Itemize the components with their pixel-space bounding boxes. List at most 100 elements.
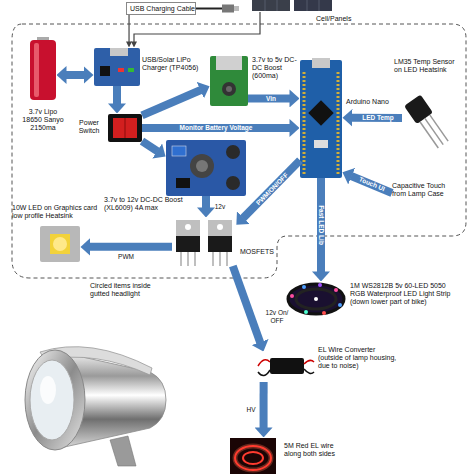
note-label: Circled items inside gutted headlight	[90, 282, 168, 298]
charger-board	[94, 48, 140, 86]
component-label: Power Switch	[72, 119, 106, 135]
boost-5v-board	[216, 56, 242, 70]
temp-sensor: LM35 Temp Sensor on LED Heatsink	[402, 92, 450, 150]
boost-12v-board	[176, 178, 190, 188]
signal-arrow	[66, 71, 84, 79]
charger-board	[100, 66, 110, 76]
signal-arrow	[248, 94, 290, 102]
el-wire	[230, 438, 276, 474]
signal-arrow	[113, 86, 121, 104]
led-strip	[302, 285, 306, 289]
headlight-boundary	[12, 24, 466, 278]
solar-panels	[307, 0, 308, 11]
usb-cable-icon	[234, 6, 239, 11]
component-label: USB Charging Cable	[130, 5, 196, 13]
led-strip	[288, 283, 344, 315]
charger-board	[110, 48, 128, 56]
boost-5v-board	[226, 86, 232, 92]
mosfet-pair	[212, 252, 214, 266]
el-converter	[258, 360, 270, 366]
cable-line	[128, 15, 129, 42]
mosfet-pair	[194, 252, 196, 266]
solar-panels	[319, 0, 320, 11]
headlight-photo	[30, 360, 74, 440]
led-strip	[290, 294, 294, 298]
signal-arrow	[260, 382, 268, 428]
charger-board	[94, 48, 140, 86]
arduino-board	[337, 72, 340, 174]
signal-arrow	[202, 196, 210, 208]
signal-label: LED Temp	[362, 114, 394, 122]
usb-cable-icon	[196, 5, 239, 13]
signal-label: 12v	[215, 203, 225, 211]
component-label: 5M Red EL wire along both sides	[284, 442, 348, 458]
led-chip	[53, 237, 67, 251]
led-chip	[40, 226, 80, 262]
el-converter	[258, 370, 270, 376]
power-switch: Power Switch	[108, 114, 142, 142]
temp-sensor	[404, 95, 451, 151]
signal-label: 12v On/ OFF	[264, 309, 290, 324]
signal-arrow	[317, 178, 325, 272]
temp-sensor	[404, 95, 451, 151]
component-label: 1M WS2812B 5v 60-LED 5050 RGB Waterproof…	[350, 282, 462, 306]
el-wire	[235, 446, 271, 470]
boost-12v-board	[166, 140, 246, 196]
signal-arrow	[233, 266, 260, 343]
usb-cable-icon	[196, 8, 222, 10]
component-label: MOSFETS	[240, 248, 284, 256]
boost-12v-board	[226, 145, 240, 159]
component-label: LM35 Temp Sensor on LED Heatsink	[394, 58, 460, 74]
battery: 3.7v Lipo 18650 Sanyo 2150ma	[30, 40, 56, 100]
boost-12v-board	[172, 146, 186, 156]
el-converter	[304, 369, 314, 373]
solar-panels	[252, 0, 332, 11]
mosfet-pair	[180, 252, 182, 266]
power-switch	[113, 118, 137, 138]
headlight-photo	[25, 350, 85, 450]
signal-label: Monitor Battery Voltage	[180, 124, 253, 132]
led-strip	[314, 297, 318, 301]
headlight-photo	[110, 436, 136, 466]
component-label: Cell/Panels	[316, 15, 360, 23]
led-strip	[304, 310, 308, 314]
usb-cable-icon	[222, 5, 234, 13]
charger-board	[128, 68, 134, 72]
el-wire	[235, 446, 271, 470]
led-strip	[334, 288, 338, 292]
mosfet-pair	[217, 224, 223, 230]
boost-12v-board	[190, 154, 214, 178]
temp-sensor	[404, 95, 433, 124]
arduino-board	[300, 60, 342, 178]
mosfet-group: MOSFETS	[172, 218, 236, 266]
signal-label: PWM	[118, 253, 134, 261]
boost-converter: 3.7v to 5v DC-DC Boost (600ma)	[210, 56, 248, 106]
led-strip	[318, 283, 322, 287]
mosfet-pair	[219, 252, 221, 266]
component-label: 10W LED on Graphics card low profile Hea…	[12, 204, 102, 220]
boost-converter: 3.7v to 12v DC-DC Boost (XL6009) 4A max	[166, 140, 246, 196]
component-label: 3.7v Lipo 18650 Sanyo 2150ma	[22, 108, 64, 132]
led-strip	[338, 303, 342, 307]
component-label: Capacitive Touch from Lamp Case	[392, 182, 456, 198]
mosfet-pair	[176, 220, 232, 266]
boost-12v-board	[166, 140, 246, 196]
headlight-photo	[25, 347, 166, 466]
mosfet-pair	[226, 252, 228, 266]
boost-12v-board	[196, 160, 208, 172]
solar-panels	[252, 0, 290, 11]
cable-line	[134, 12, 260, 42]
signal-arrow	[142, 90, 201, 115]
power-switch	[108, 114, 142, 142]
signal-label: Touch UI	[357, 176, 385, 194]
signal-arrow	[352, 114, 402, 122]
component-label: EL Wire Converter (outside of lamp housi…	[318, 346, 400, 370]
touch-input: Capacitive Touch from Lamp Case	[392, 180, 456, 206]
led-module: 10W LED on Graphics card low profile Hea…	[40, 226, 80, 262]
power-switch	[125, 118, 126, 138]
led-strip	[288, 284, 344, 314]
solar-panels	[294, 0, 332, 11]
mosfet-pair	[187, 252, 189, 266]
el-converter	[304, 360, 314, 364]
boost-5v-board	[210, 56, 248, 106]
